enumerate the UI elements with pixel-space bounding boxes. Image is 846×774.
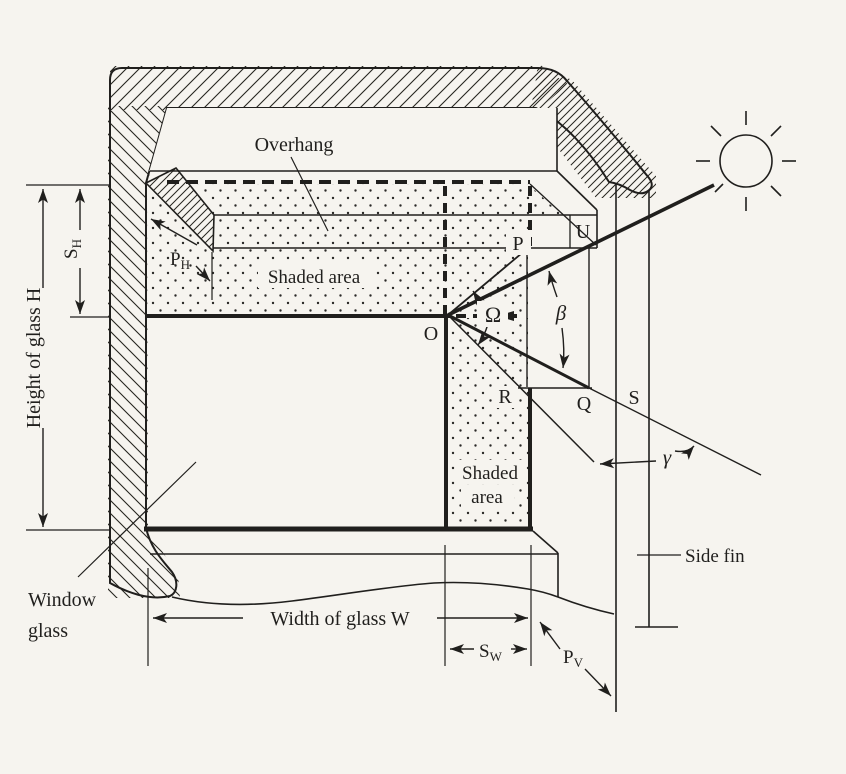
sh-dim-label: SH bbox=[61, 239, 84, 259]
ph-arrow-upper bbox=[150, 218, 198, 246]
leader-lines bbox=[77, 156, 681, 578]
dimension-arrows bbox=[38, 189, 612, 697]
wall-outline bbox=[109, 67, 653, 599]
sun-icon bbox=[696, 111, 796, 211]
pv-arrow-lower bbox=[584, 668, 612, 697]
gamma-curl bbox=[674, 445, 695, 460]
shaded-region-overhang bbox=[148, 184, 562, 316]
construction-lines bbox=[447, 247, 762, 476]
gamma-arm bbox=[599, 458, 657, 469]
side-fin-label: Side fin bbox=[685, 546, 745, 567]
height-of-glass-label: Height of glass H bbox=[23, 288, 45, 429]
overhang-leader bbox=[290, 156, 329, 232]
window-glass-label-2: glass bbox=[28, 620, 68, 642]
width-of-glass-label: Width of glass W bbox=[270, 608, 409, 630]
pv-dim-label: PV bbox=[563, 647, 584, 670]
point-r-label: R bbox=[498, 386, 512, 408]
sw-dim-label: SW bbox=[479, 641, 503, 664]
overhang-label: Overhang bbox=[255, 134, 334, 156]
beta-arc-upper bbox=[547, 270, 558, 298]
window-glass-leader bbox=[77, 461, 197, 578]
overhang-lines bbox=[150, 108, 598, 249]
overhang-fascia bbox=[149, 108, 557, 171]
pv-arrow-upper bbox=[539, 621, 561, 650]
point-p-label: P bbox=[512, 233, 523, 255]
shaded-area-right-label-1: Shaded bbox=[462, 463, 518, 484]
angle-beta-label: β bbox=[555, 301, 567, 325]
angle-omega-label: Ω bbox=[485, 302, 501, 327]
angle-gamma-label: γ bbox=[663, 445, 672, 469]
beta-arc-lower bbox=[559, 327, 570, 369]
window-glass-label-1: Window bbox=[28, 589, 97, 611]
ph-arrow-lower bbox=[195, 265, 211, 282]
side-fin-lines bbox=[615, 184, 678, 712]
point-o-label: O bbox=[424, 323, 438, 345]
extension-lines bbox=[26, 184, 532, 666]
shaded-area-top-label: Shaded area bbox=[268, 267, 361, 288]
shaded-area-right-label-2: area bbox=[471, 487, 503, 508]
text-halos bbox=[258, 231, 531, 508]
point-s-label: S bbox=[628, 387, 639, 409]
ph-dim-label: PH bbox=[170, 249, 190, 272]
window-frame-lines bbox=[144, 248, 533, 532]
sun-ray bbox=[447, 183, 715, 317]
point-q-label: Q bbox=[577, 393, 592, 415]
point-u-label: U bbox=[576, 221, 591, 243]
